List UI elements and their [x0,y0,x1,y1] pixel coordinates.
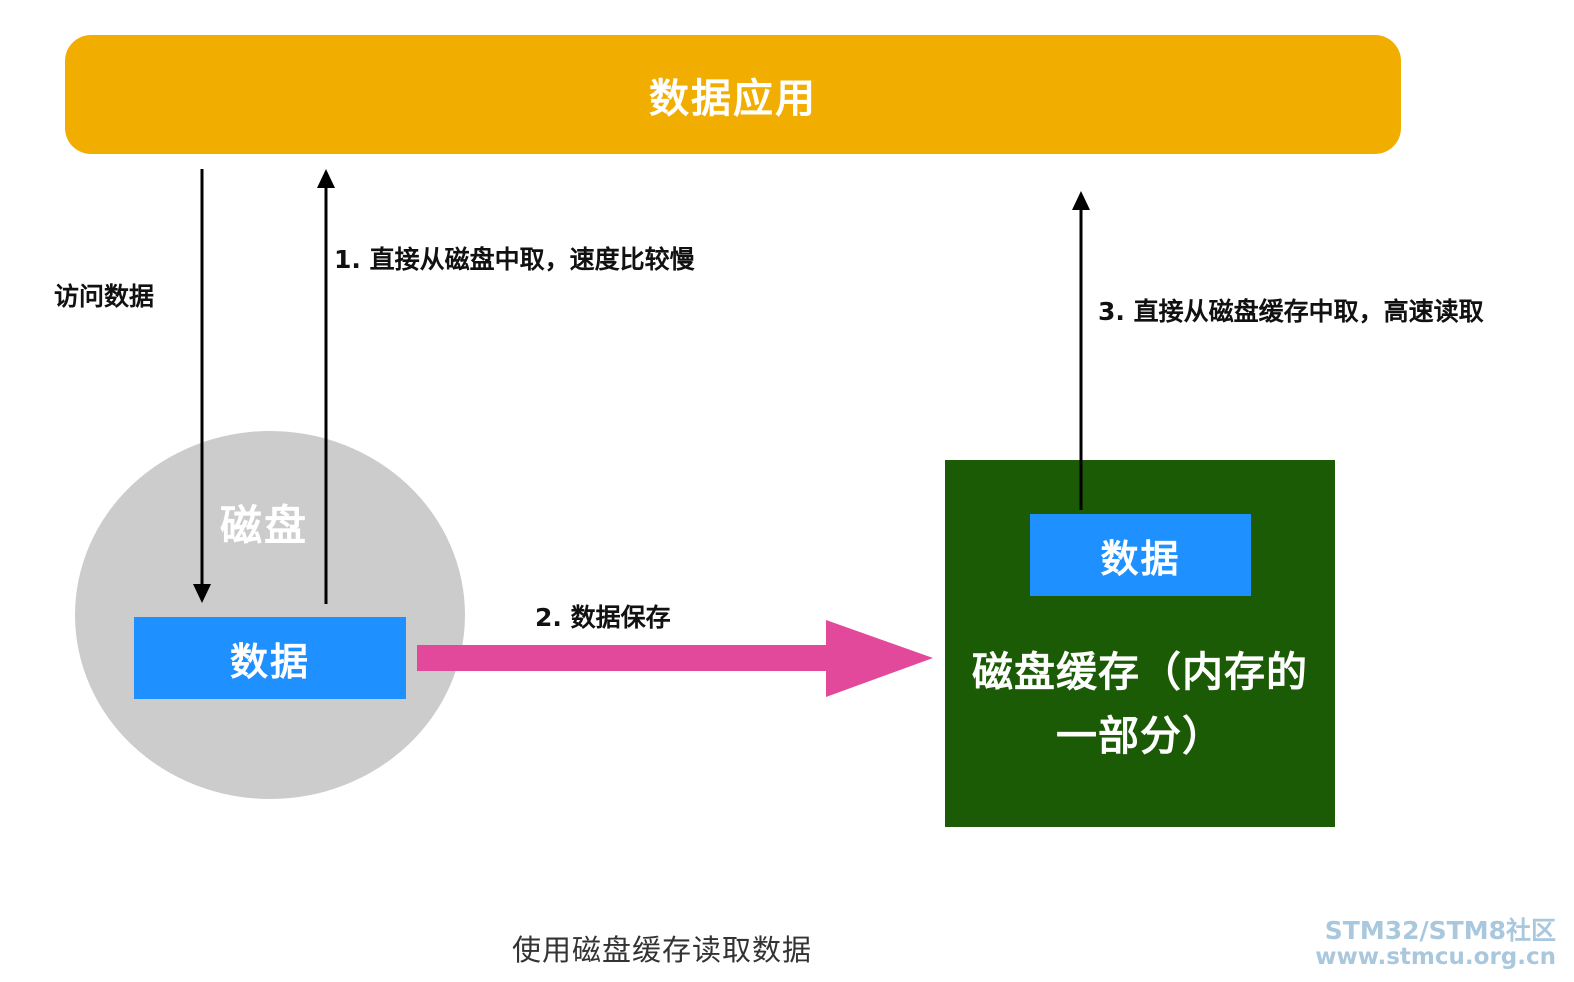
step3-label: 3. 直接从磁盘缓存中取，高速读取 [1098,297,1484,326]
step1-label: 1. 直接从磁盘中取，速度比较慢 [334,245,695,274]
step2-label: 2. 数据保存 [535,603,671,632]
disk-circle [75,431,465,799]
disk-data-box: 数据 [134,617,406,699]
disk-data-label: 数据 [229,639,310,684]
cache-data-box: 数据 [1030,514,1251,596]
access-data-label: 访问数据 [54,282,155,311]
data-application-banner: 数据应用 [65,35,1401,154]
disk-label: 磁盘 [220,501,309,550]
cache-data-label: 数据 [1100,536,1181,581]
disk-cache-label: 磁盘缓存（内存的 一部分） [972,648,1308,760]
step2-save-arrow [417,620,933,697]
watermark-url: www.stmcu.org.cn [1315,944,1556,970]
figure-caption: 使用磁盘缓存读取数据 [512,933,813,967]
watermark-site-name: STM32/STM8社区 [1324,916,1556,945]
watermark: STM32/STM8社区 www.stmcu.org.cn [1315,916,1556,971]
data-application-label: 数据应用 [649,75,817,122]
